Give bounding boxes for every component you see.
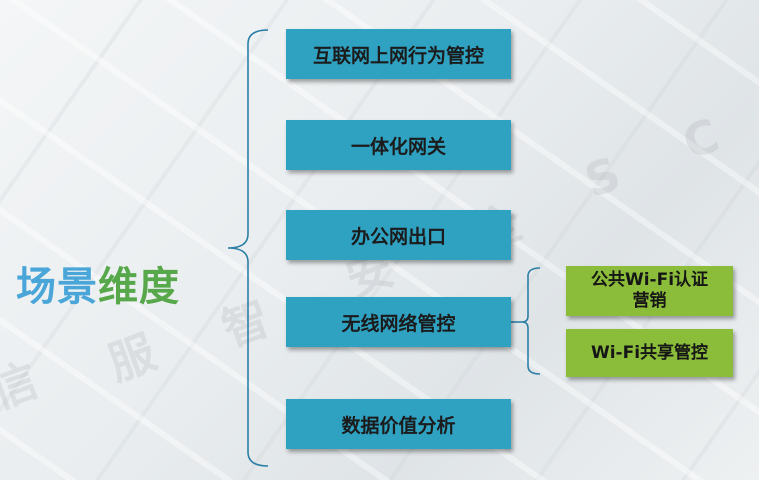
title-part-2: 维度 xyxy=(98,264,180,310)
item-office-network-egress[interactable]: 办公网出口 xyxy=(286,210,511,260)
subitem-label-line2: 营销 xyxy=(632,291,667,311)
item-data-value-analysis[interactable]: 数据价值分析 xyxy=(286,399,511,449)
scene-dimension-title: 场景维度 xyxy=(16,254,180,312)
item-internet-behavior-control[interactable]: 互联网上网行为管控 xyxy=(286,29,511,79)
item-label: 互联网上网行为管控 xyxy=(312,44,484,67)
item-label: 一体化网关 xyxy=(350,135,446,158)
subitem-public-wifi-auth-marketing[interactable]: 公共Wi-Fi认证 营销 xyxy=(566,266,733,316)
item-label: 无线网络管控 xyxy=(341,312,456,335)
item-wireless-network-control[interactable]: 无线网络管控 xyxy=(286,297,511,347)
item-label: 数据价值分析 xyxy=(341,414,456,437)
subitem-wifi-sharing-control[interactable]: Wi-Fi共享管控 xyxy=(566,329,733,377)
item-integrated-gateway[interactable]: 一体化网关 xyxy=(286,120,511,170)
sub-bracket xyxy=(521,267,541,375)
subitem-label-line1: 公共Wi-Fi认证 xyxy=(590,270,709,290)
main-bracket xyxy=(227,29,269,467)
subitem-label: Wi-Fi共享管控 xyxy=(590,342,709,363)
item-label: 办公网出口 xyxy=(350,225,446,248)
title-part-1: 场景 xyxy=(16,264,98,310)
